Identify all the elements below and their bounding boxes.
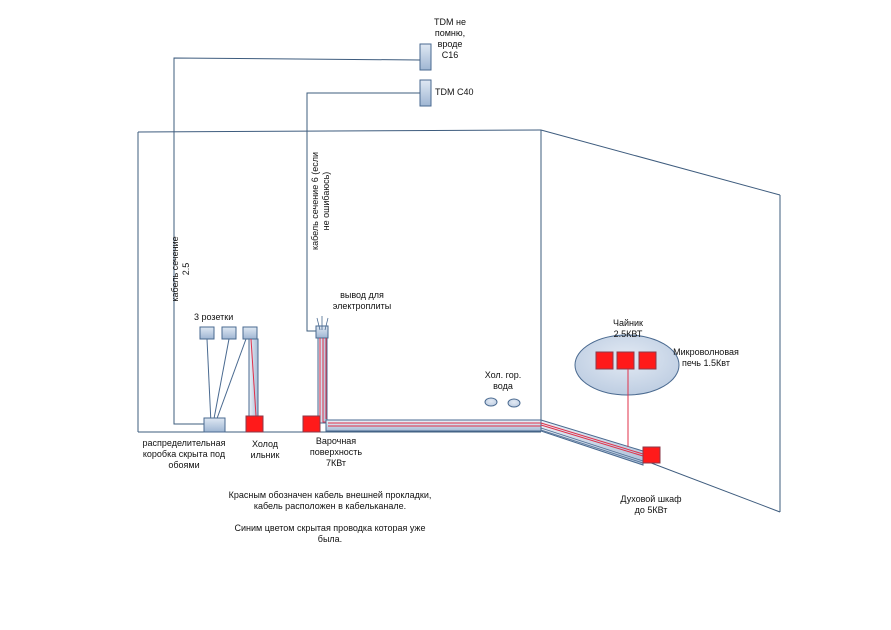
junction-box-line-2: коробка скрыта под: [142, 449, 226, 459]
side-wall-top: [540, 129, 781, 196]
water-line-1: Хол. гор.: [484, 370, 522, 380]
cable-6-line-2: не ошибаюсь): [321, 171, 331, 231]
legend-note: Красным обозначен кабель внешней проклад…: [208, 490, 452, 545]
cable-2-5-line-2: 2.5: [181, 262, 191, 276]
hob-outlet: [302, 415, 321, 433]
legend-spacer: [208, 512, 452, 523]
fridge-line-2: ильник: [250, 450, 280, 460]
kettle-outlet-2: [616, 351, 635, 370]
junction-box-line-3: обоями: [168, 460, 200, 470]
kettle-label: Чайник 2.5КВТ: [606, 318, 650, 340]
diagonal-channel-lines: [540, 427, 644, 464]
legend-red-line-1: Красным обозначен кабель внешней проклад…: [228, 490, 432, 500]
hob-line-1: Варочная: [315, 436, 357, 446]
fridge-outlet: [245, 415, 264, 433]
socket-2: [221, 326, 237, 340]
kettle-outlet-1: [595, 351, 614, 370]
breaker-c16-line-4: C16: [441, 50, 459, 60]
cable-2-5: [173, 57, 421, 425]
oven-label: Духовой шкаф до 5КВт: [615, 494, 687, 516]
hidden-wires-sockets: [206, 338, 247, 425]
stove-outlet-label: вывод для электроплиты: [330, 290, 394, 312]
water-label: Хол. гор. вода: [481, 370, 525, 392]
socket-3: [242, 326, 258, 340]
hob-line-2: поверхность: [309, 447, 363, 457]
diagonal-red-wires: [540, 422, 644, 457]
hob-label: Варочная поверхность 7КВт: [306, 436, 366, 469]
cable-6-line-1: кабель сечение 6 (если: [310, 151, 320, 251]
water-line-2: вода: [493, 381, 513, 391]
sockets-label: 3 розетки: [194, 312, 234, 322]
junction-box: [203, 417, 226, 433]
back-wall-top: [137, 129, 542, 133]
kettle-line-2: 2.5КВТ: [613, 329, 643, 339]
junction-box-label: распределительная коробка скрыта под обо…: [136, 438, 232, 471]
oven-line-2: до 5КВт: [634, 505, 668, 515]
cable-2-5-label: кабель сечение 2.5: [170, 229, 192, 309]
breaker-c16: [419, 43, 432, 71]
microwave-label: Микроволновая печь 1.5Квт: [669, 347, 743, 369]
legend-red-line-2: кабель расположен в кабельканале.: [253, 501, 407, 511]
breaker-c40-label: TDM C40: [435, 87, 474, 97]
microwave-outlet: [638, 351, 657, 370]
stove-outlet-line-2: электроплиты: [332, 301, 392, 311]
legend-blue-line-1: Синим цветом скрытая проводка которая уж…: [234, 523, 426, 533]
fridge-red-wire: [250, 338, 257, 417]
fridge-label: Холод ильник: [248, 439, 282, 461]
breaker-c40: [419, 79, 432, 107]
stove-outlet-line-1: вывод для: [340, 290, 384, 300]
hot-water-outlet: [507, 398, 521, 408]
breaker-c16-label: TDM не помню, вроде C16: [430, 17, 470, 61]
stove-outlet-wires: [316, 316, 329, 331]
sockets: [199, 326, 258, 340]
floor-channel-red-wires: [328, 422, 541, 427]
breaker-c16-line-3: вроде: [437, 39, 463, 49]
cable-2-5-line-1: кабель сечение: [170, 236, 180, 302]
cold-water-outlet: [484, 397, 498, 407]
microwave-line-1: Микроволновая: [673, 347, 739, 357]
fridge-line-1: Холод: [251, 439, 279, 449]
room-walls: [137, 129, 781, 513]
kettle-line-1: Чайник: [613, 318, 643, 328]
microwave-line-2: печь 1.5Квт: [682, 358, 730, 368]
breaker-c16-line-2: помню,: [434, 28, 466, 38]
oven-outlet: [642, 446, 661, 464]
cable-6-label: кабель сечение 6 (если не ошибаюсь): [310, 146, 332, 256]
legend-blue-line-2: была.: [317, 534, 343, 544]
socket-1: [199, 326, 215, 340]
junction-box-line-1: распределительная: [142, 438, 226, 448]
oven-line-1: Духовой шкаф: [620, 494, 682, 504]
hob-line-3: 7КВт: [325, 458, 347, 468]
breaker-c16-line-1: TDM не: [434, 17, 466, 27]
cable-6: [306, 92, 420, 332]
